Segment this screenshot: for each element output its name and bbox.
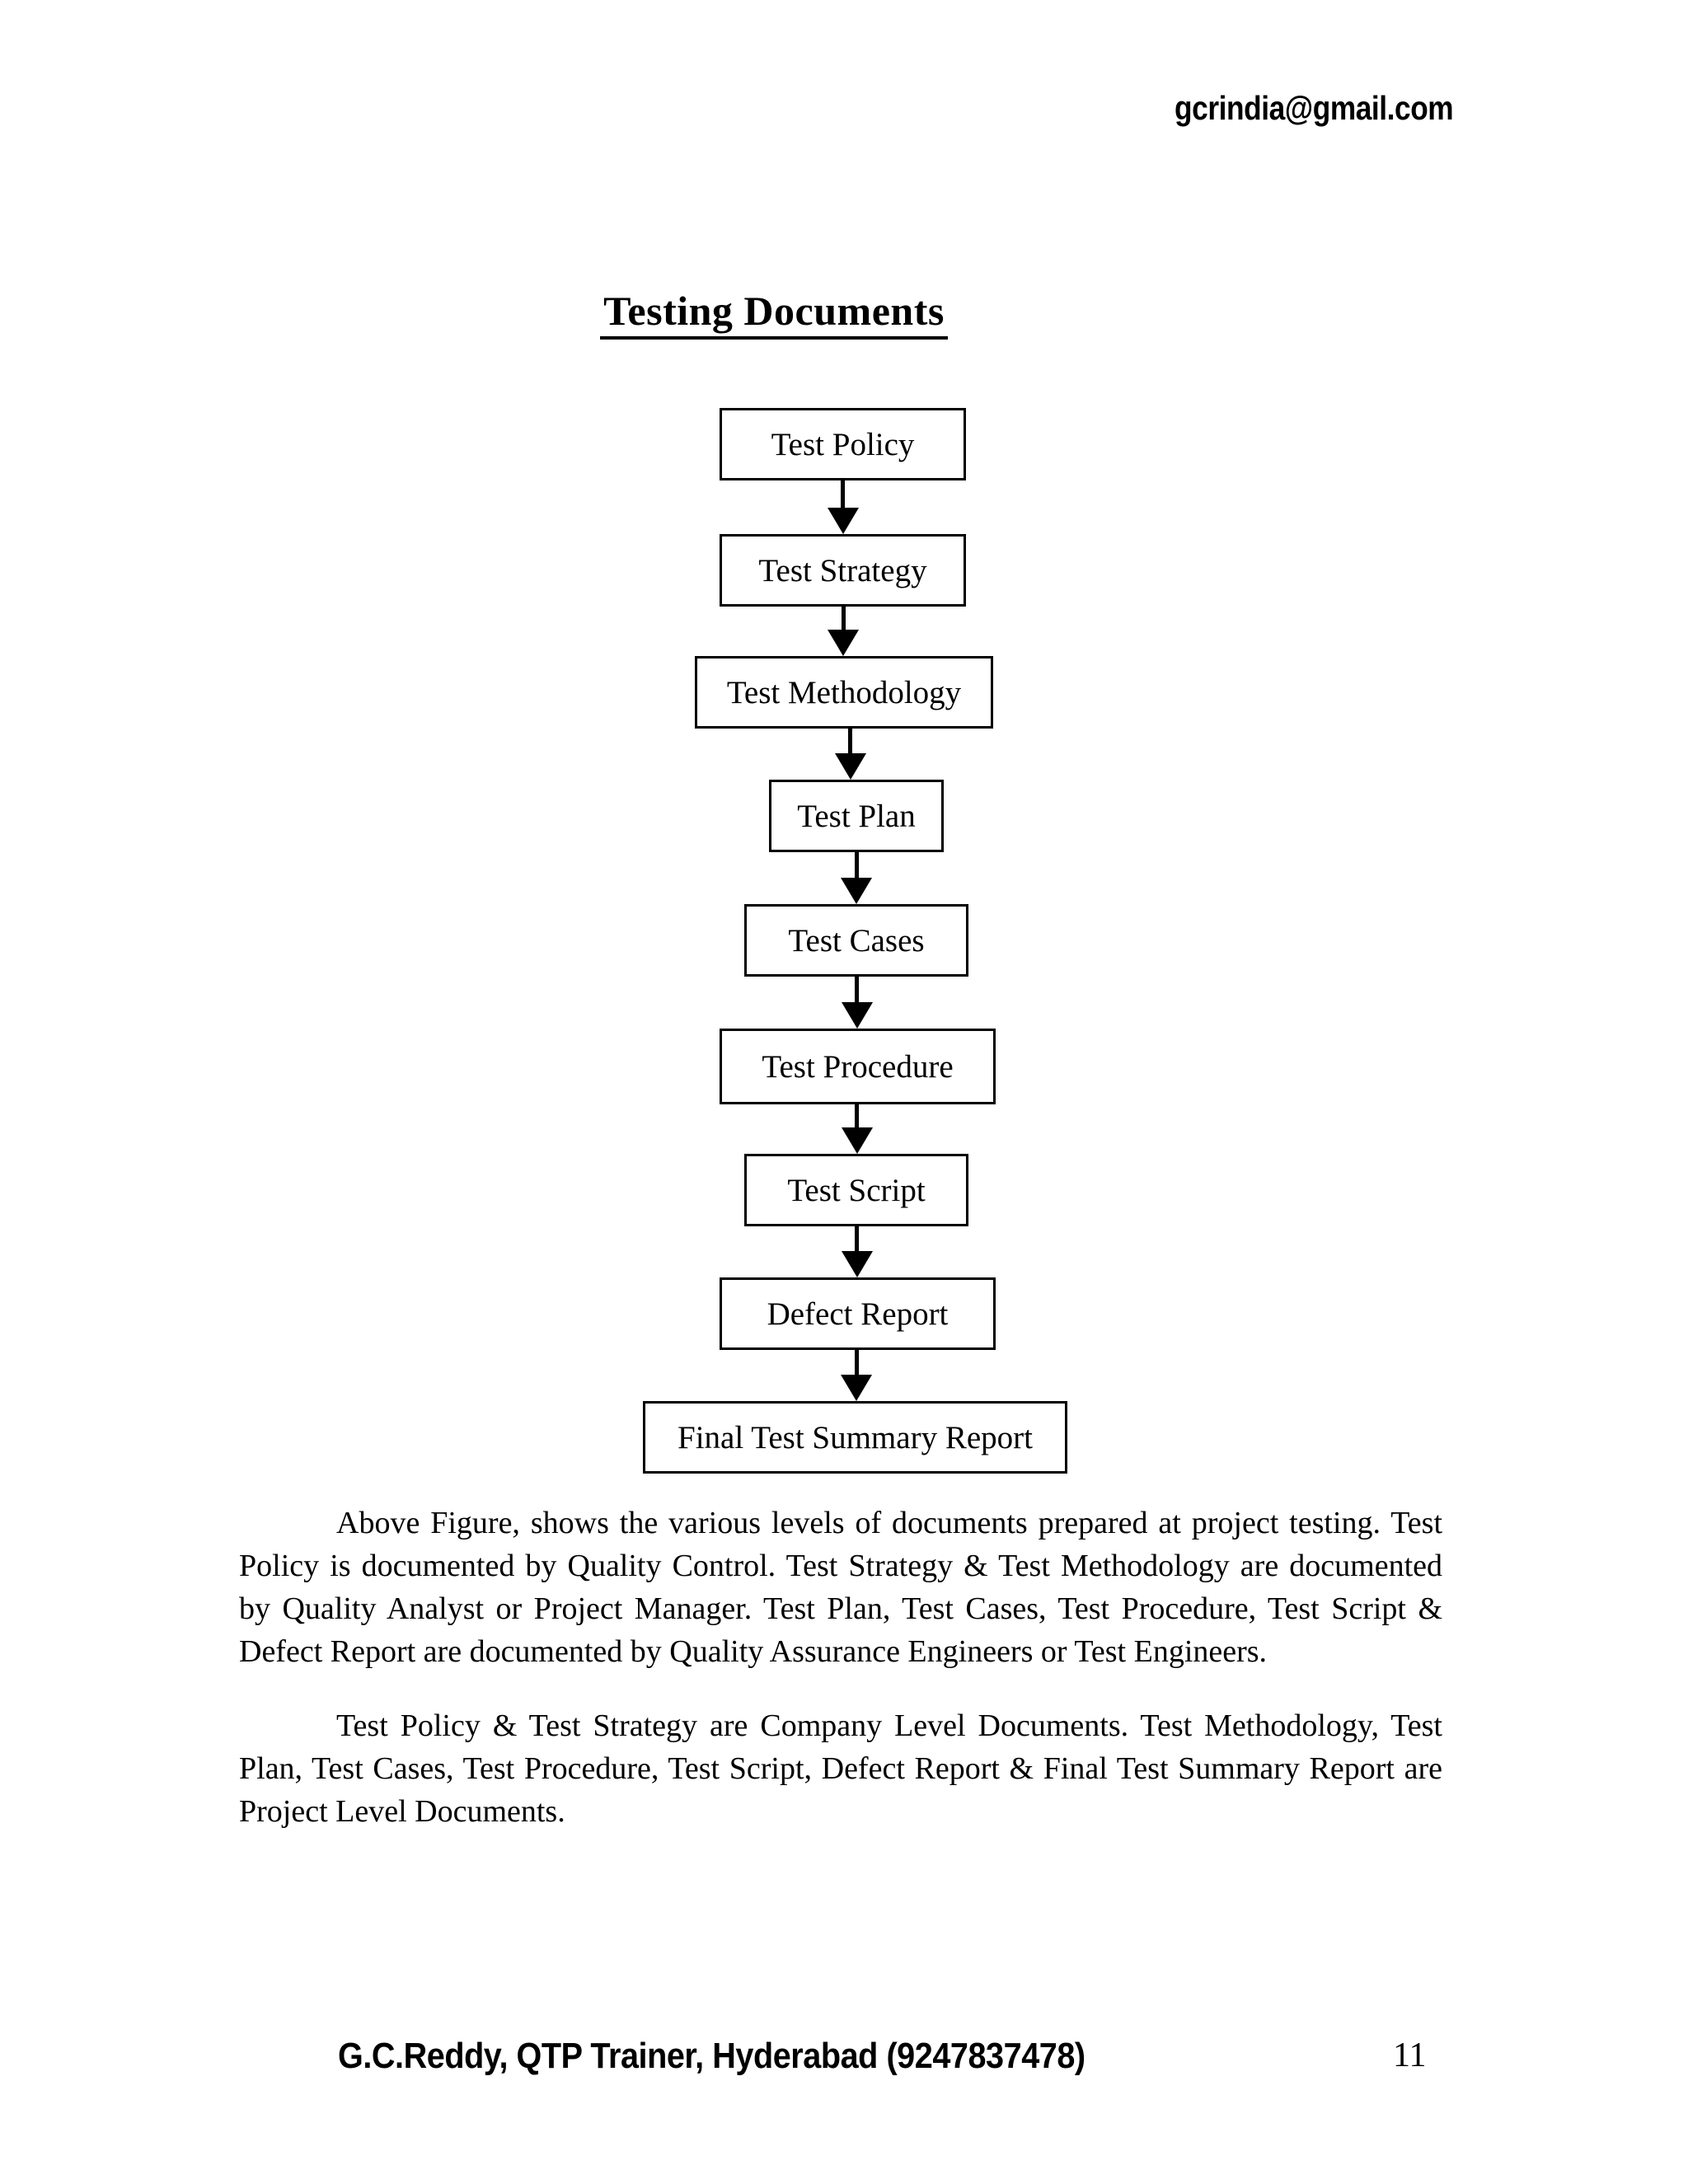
flow-connector-line (855, 977, 860, 1002)
flow-connector-line (848, 729, 852, 753)
body-paragraphs: Above Figure, shows the various levels o… (239, 1502, 1442, 1833)
flow-connector-line (841, 607, 846, 630)
flow-connector-line (841, 480, 845, 508)
flow-node: Test Plan (769, 780, 944, 852)
flow-node-label: Test Plan (797, 798, 916, 834)
flow-node-label: Test Strategy (758, 552, 927, 588)
flow-node-label: Test Cases (788, 922, 925, 958)
header-email: gcrindia@gmail.com (1174, 89, 1454, 127)
flow-connector-arrowhead-icon (828, 630, 860, 656)
flow-node: Final Test Summary Report (643, 1401, 1067, 1474)
flow-connector-line (855, 1104, 860, 1127)
flow-node: Test Procedure (720, 1029, 996, 1104)
flow-node: Test Strategy (720, 534, 966, 607)
flow-connector-line (854, 852, 859, 878)
flow-node: Defect Report (720, 1277, 996, 1350)
flow-node-label: Final Test Summary Report (678, 1419, 1033, 1455)
flow-connector-arrowhead-icon (834, 753, 866, 780)
flow-node-label: Test Procedure (762, 1048, 954, 1085)
page-title: Testing Documents (0, 287, 1688, 340)
flow-connector-arrowhead-icon (841, 1127, 873, 1154)
flow-connector-arrowhead-icon (841, 878, 872, 904)
footer-credit: G.C.Reddy, QTP Trainer, Hyderabad (92478… (338, 2036, 1085, 2076)
page-footer: G.C.Reddy, QTP Trainer, Hyderabad (92478… (0, 2036, 1688, 2085)
flow-connector-line (854, 1350, 859, 1375)
flow-connector-arrowhead-icon (841, 1375, 872, 1401)
flow-connector-arrowhead-icon (841, 1002, 873, 1029)
flow-connector-arrowhead-icon (827, 508, 859, 534)
flow-node-label: Test Methodology (726, 674, 962, 710)
paragraph-1: Above Figure, shows the various levels o… (239, 1506, 1442, 1670)
flow-node: Test Script (744, 1154, 968, 1226)
flow-node-label: Defect Report (767, 1296, 949, 1332)
page-number: 11 (1393, 2036, 1427, 2074)
flow-node-label: Test Script (787, 1172, 926, 1208)
flow-node: Test Cases (744, 904, 968, 977)
flow-node-label: Test Policy (771, 426, 915, 462)
flow-node: Test Methodology (695, 656, 993, 729)
paragraph-2: Test Policy & Test Strategy are Company … (239, 1708, 1442, 1830)
flow-node: Test Policy (720, 408, 966, 480)
flow-connector-line (855, 1226, 860, 1251)
flow-connector-arrowhead-icon (841, 1251, 873, 1277)
page-title-text: Testing Documents (600, 287, 948, 340)
